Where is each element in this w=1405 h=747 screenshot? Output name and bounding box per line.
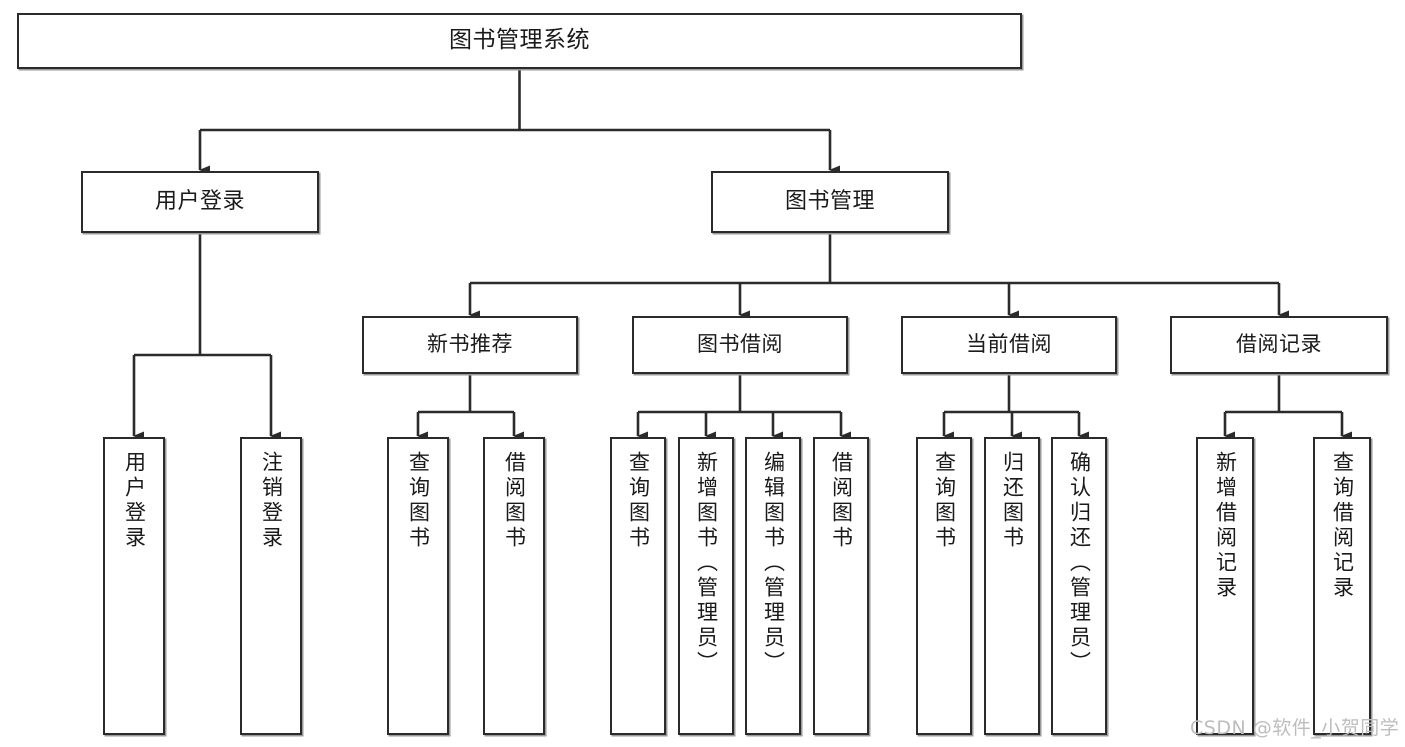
- node-label: 查询借阅记录: [1330, 451, 1355, 601]
- node-leaf-confirm-return-admin[interactable]: 确认归还（管理员）: [1051, 437, 1107, 735]
- node-leaf-return-book[interactable]: 归还图书: [984, 437, 1040, 735]
- node-label: 查询图书: [932, 451, 957, 551]
- node-root-book-management-system[interactable]: 图书管理系统: [17, 13, 1022, 69]
- node-label: 确认归还（管理员）: [1067, 451, 1092, 676]
- node-leaf-add-borrow-record[interactable]: 新增借阅记录: [1196, 437, 1254, 735]
- node-user-login[interactable]: 用户登录: [81, 171, 319, 233]
- node-leaf-add-book-admin[interactable]: 新增图书（管理员）: [678, 437, 734, 735]
- node-label: 新书推荐: [427, 332, 513, 357]
- node-label: 借阅记录: [1236, 332, 1322, 357]
- node-leaf-query-borrow-record[interactable]: 查询借阅记录: [1313, 437, 1371, 735]
- node-book-borrow[interactable]: 图书借阅: [632, 316, 848, 374]
- node-leaf-query-book-borrow[interactable]: 查询图书: [610, 437, 666, 735]
- node-label: 新增借阅记录: [1213, 451, 1238, 601]
- node-leaf-logout-login[interactable]: 注销登录: [240, 437, 302, 735]
- node-new-book-recommend[interactable]: 新书推荐: [362, 316, 578, 374]
- node-label: 归还图书: [1000, 451, 1025, 551]
- node-leaf-edit-book-admin[interactable]: 编辑图书（管理员）: [745, 437, 801, 735]
- node-label: 借阅图书: [502, 451, 527, 551]
- node-label: 图书管理: [784, 188, 875, 214]
- node-label: 图书管理系统: [449, 27, 590, 54]
- node-leaf-query-book-current[interactable]: 查询图书: [916, 437, 972, 735]
- node-label: 查询图书: [626, 451, 651, 551]
- node-leaf-user-login[interactable]: 用户登录: [103, 437, 165, 735]
- node-label: 用户登录: [122, 451, 147, 551]
- node-label: 用户登录: [154, 188, 245, 214]
- node-label: 借阅图书: [829, 451, 854, 551]
- node-borrow-record[interactable]: 借阅记录: [1170, 316, 1388, 374]
- node-label: 图书借阅: [697, 332, 783, 357]
- csdn-watermark: CSDN @软件_小贺同学: [1190, 717, 1400, 739]
- node-label: 新增图书（管理员）: [694, 451, 719, 676]
- node-current-borrow[interactable]: 当前借阅: [901, 316, 1117, 374]
- node-leaf-query-book-recommend[interactable]: 查询图书: [387, 437, 449, 735]
- node-label: 当前借阅: [966, 332, 1052, 357]
- node-label: 注销登录: [259, 451, 284, 551]
- node-label: 编辑图书（管理员）: [761, 451, 786, 676]
- node-leaf-borrow-book[interactable]: 借阅图书: [813, 437, 869, 735]
- node-book-management[interactable]: 图书管理: [711, 171, 949, 233]
- node-leaf-borrow-book-recommend[interactable]: 借阅图书: [483, 437, 545, 735]
- node-label: 查询图书: [406, 451, 431, 551]
